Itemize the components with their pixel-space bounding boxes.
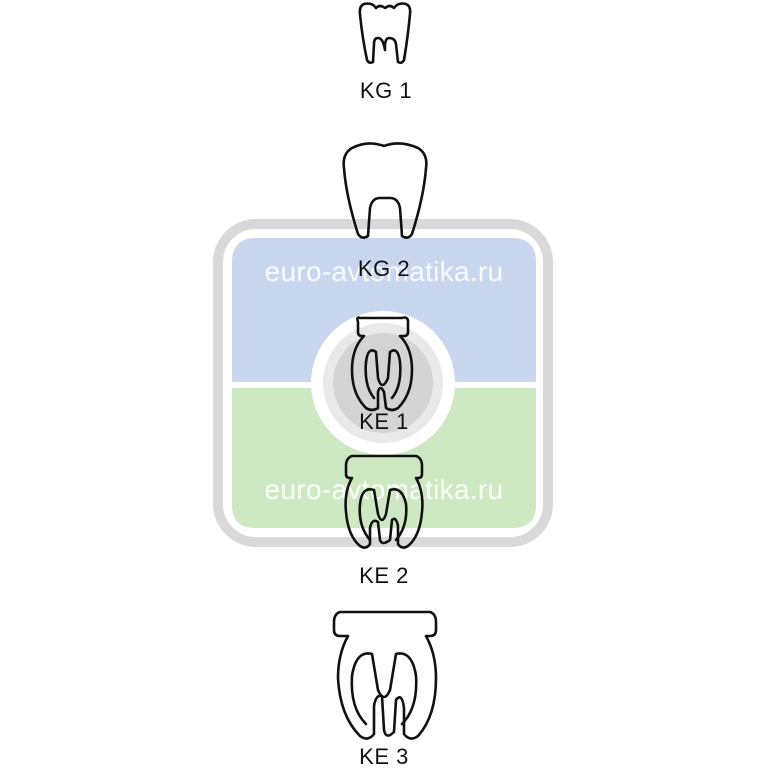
label-kg2: KG 2 (357, 256, 411, 281)
watermark-top-panel (232, 238, 536, 382)
label-ke2: KE 2 (359, 563, 409, 588)
watermark-text-bottom: euro-avtomatika.ru (264, 474, 504, 505)
watermark-bottom-panel (232, 388, 536, 528)
watermark-center-disc (333, 333, 433, 433)
label-kg1: KG 1 (359, 78, 413, 103)
label-ke1: KE 1 (359, 409, 409, 434)
profile-ke2-shape (344, 454, 424, 549)
label-ke3: KE 3 (359, 744, 409, 769)
profile-kg2-shape (342, 142, 428, 239)
profile-ke3-shape (332, 610, 438, 740)
profile-ke1-shape (350, 316, 414, 412)
watermark-text-top: euro-avtomatika.ru (264, 256, 504, 287)
profile-kg1-shape (358, 2, 412, 64)
